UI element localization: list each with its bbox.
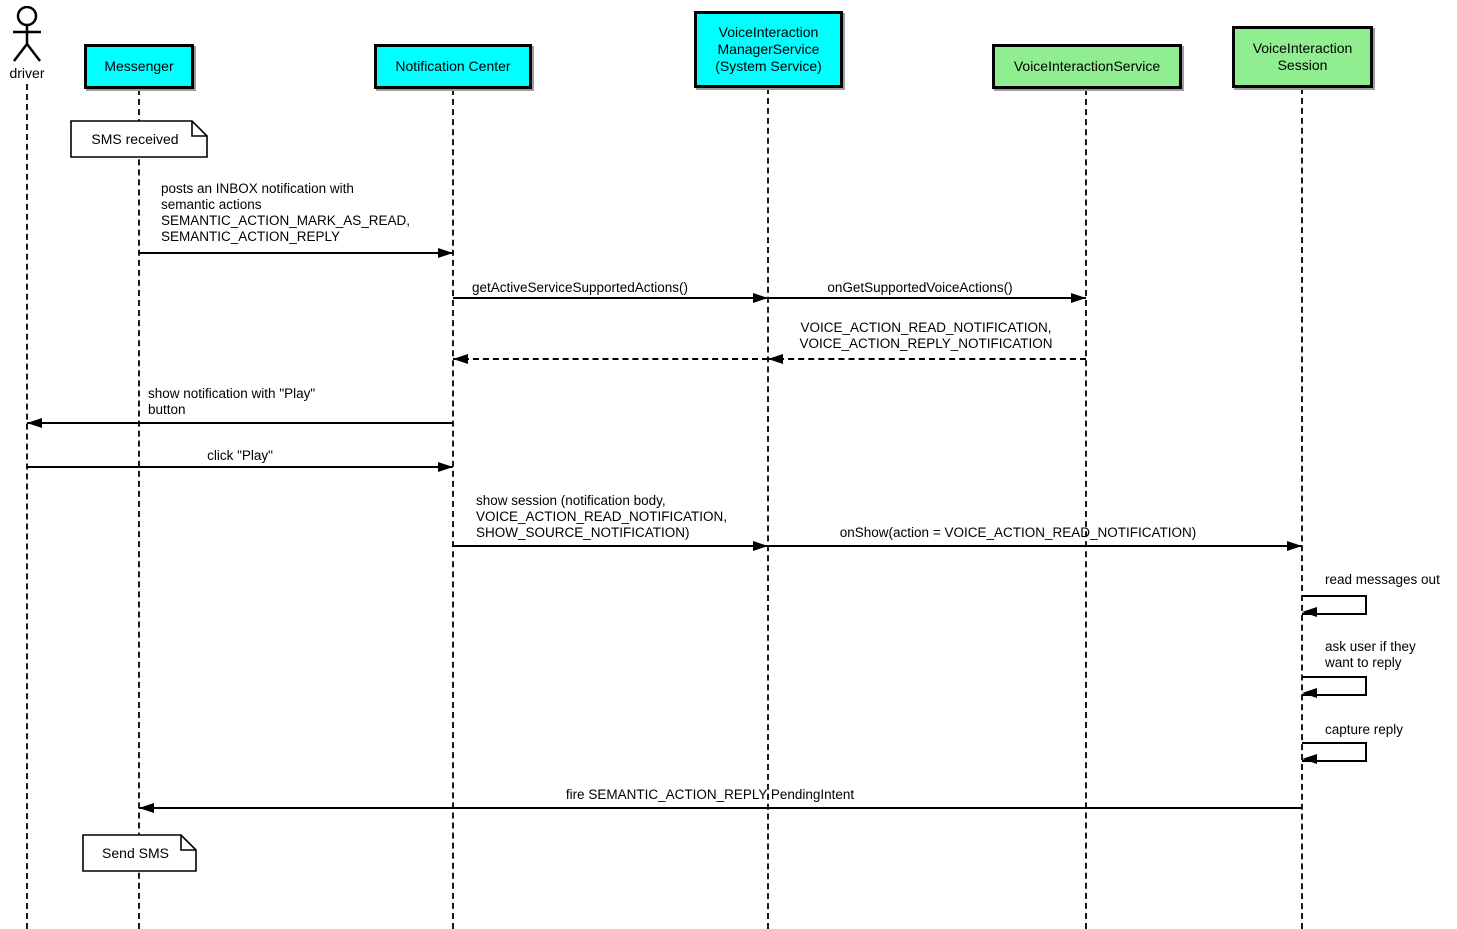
message-line (139, 807, 1302, 809)
message-line (453, 358, 768, 360)
participant-label-voice-interaction-manager-service: VoiceInteraction ManagerService (System … (715, 24, 822, 74)
note-label-sms-received: SMS received (91, 131, 179, 147)
message-on-show (768, 540, 1302, 552)
lifeline-voice-interaction-session (1301, 88, 1303, 929)
actor-driver: driver (0, 6, 54, 81)
participant-label-notification-center: Notification Center (395, 58, 511, 74)
actor-label: driver (9, 65, 45, 81)
participant-label-voice-interaction-service: VoiceInteractionService (1013, 58, 1161, 74)
message-label-supported-voice-actions-return: VOICE_ACTION_READ_NOTIFICATION, VOICE_AC… (799, 320, 1053, 351)
arrowhead-icon (1287, 541, 1302, 551)
lifeline-voice-interaction-manager-service (767, 88, 769, 929)
message-label-posts-inbox-notification: posts an INBOX notification with semanti… (161, 181, 411, 244)
message-on-get-supported-voice-actions (768, 292, 1086, 304)
message-get-active-service-supported-actions (453, 292, 768, 304)
message-label-on-show: onShow(action = VOICE_ACTION_READ_NOTIFI… (839, 525, 1197, 540)
message-label-on-get-supported-voice-actions: onGetSupportedVoiceActions() (827, 280, 1013, 295)
arrowhead-icon (438, 248, 453, 258)
message-line (768, 545, 1302, 547)
participant-box-voice-interaction-service: VoiceInteractionService (992, 44, 1182, 89)
message-label-get-active-service-supported-actions: getActiveServiceSupportedActions() (471, 280, 689, 295)
message-line (27, 422, 453, 424)
message-label-show-notification-with-play-button: show notification with "Play" button (148, 386, 316, 417)
message-supported-voice-actions-return (768, 353, 1086, 365)
message-supported-actions-return-relay (453, 353, 768, 365)
message-show-notification-with-play-button (27, 417, 453, 429)
lifeline-driver (26, 84, 28, 929)
message-show-session (453, 540, 768, 552)
message-posts-inbox-notification (139, 247, 453, 259)
message-ask-user-if-they-want-to-reply (1302, 676, 1367, 698)
arrowhead-icon (1302, 754, 1317, 764)
note-shape (70, 120, 208, 158)
arrowhead-icon (753, 293, 768, 303)
arrowhead-icon (27, 418, 42, 428)
note-sms-received: SMS received (70, 120, 208, 158)
message-line (139, 252, 453, 254)
participant-box-notification-center: Notification Center (374, 44, 532, 89)
participant-box-voice-interaction-session: VoiceInteraction Session (1232, 26, 1373, 88)
message-label-show-session: show session (notification body, VOICE_A… (476, 493, 728, 540)
participant-box-messenger: Messenger (84, 44, 194, 89)
message-capture-reply (1302, 742, 1367, 764)
participant-box-voice-interaction-manager-service: VoiceInteraction ManagerService (System … (694, 11, 843, 88)
arrowhead-icon (753, 541, 768, 551)
message-label-fire-semantic-action-reply-pending-intent: fire SEMANTIC_ACTION_REPLY PendingIntent (565, 787, 855, 802)
message-fire-semantic-action-reply-pending-intent (139, 802, 1302, 814)
note-shape (82, 834, 197, 872)
message-label-capture-reply: capture reply (1325, 722, 1404, 737)
arrowhead-icon (1302, 607, 1317, 617)
lifeline-messenger (138, 89, 140, 929)
note-label-send-sms: Send SMS (102, 845, 169, 861)
message-line (768, 358, 1086, 360)
lifeline-voice-interaction-service (1085, 89, 1087, 929)
arrowhead-icon (453, 354, 468, 364)
message-line (768, 297, 1086, 299)
message-click-play (27, 461, 453, 473)
participant-label-messenger: Messenger (104, 58, 174, 74)
message-label-ask-user-if-they-want-to-reply: ask user if they want to reply (1325, 639, 1416, 670)
arrowhead-icon (768, 354, 783, 364)
message-line (453, 545, 768, 547)
arrowhead-icon (1071, 293, 1086, 303)
arrowhead-icon (1302, 688, 1317, 698)
message-line (453, 297, 768, 299)
person-icon (13, 6, 41, 62)
arrowhead-icon (438, 462, 453, 472)
note-send-sms: Send SMS (82, 834, 197, 872)
message-label-click-play: click "Play" (207, 448, 273, 463)
arrowhead-icon (139, 803, 154, 813)
lifeline-notification-center (452, 89, 454, 929)
participant-label-voice-interaction-session: VoiceInteraction Session (1252, 40, 1353, 73)
message-read-messages-out (1302, 595, 1367, 617)
message-line (27, 466, 453, 468)
message-label-read-messages-out: read messages out (1325, 572, 1440, 587)
